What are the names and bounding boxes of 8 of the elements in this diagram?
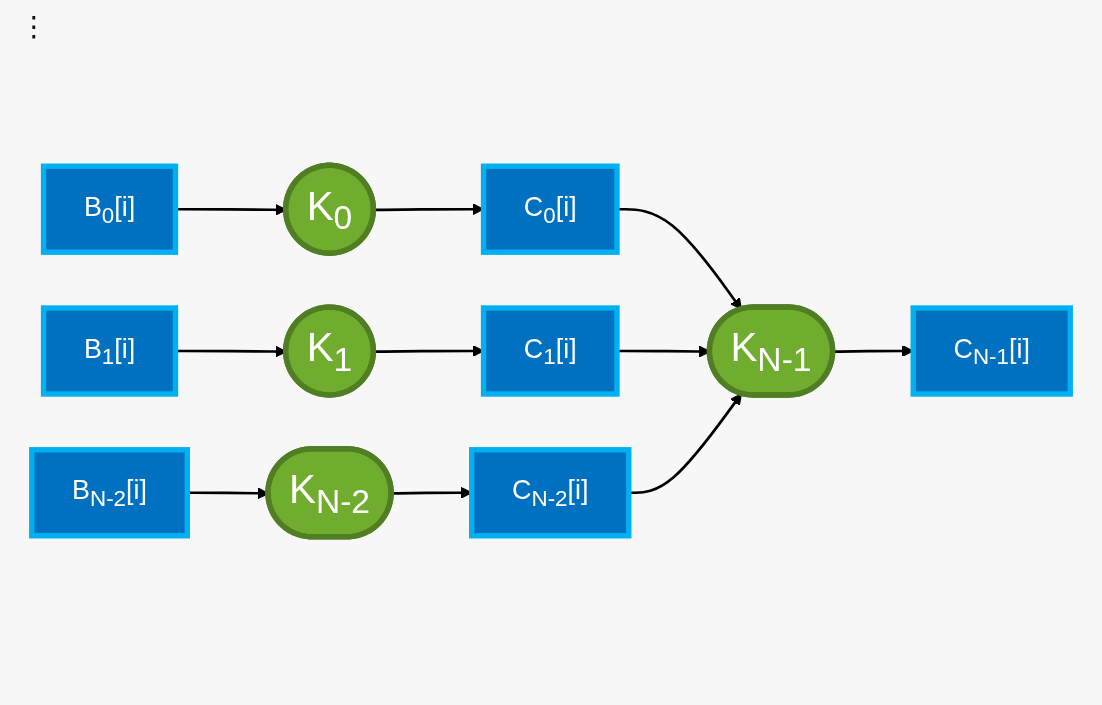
node-box: B$_{N-2}$[i] <box>29 446 190 538</box>
node-box: C$_{1}$[i] <box>480 304 620 397</box>
node-box: C$_{N-2}$[i] <box>469 446 632 538</box>
node-box: B$_{1}$[i] <box>40 304 179 397</box>
node-box: C$_{0}$[i] <box>480 163 620 255</box>
node-box: B$_{0}$[i] <box>40 163 179 255</box>
node-box: C$_{N-1}$[i] <box>910 304 1073 397</box>
vertical-ellipsis: ⋮ <box>20 10 48 43</box>
